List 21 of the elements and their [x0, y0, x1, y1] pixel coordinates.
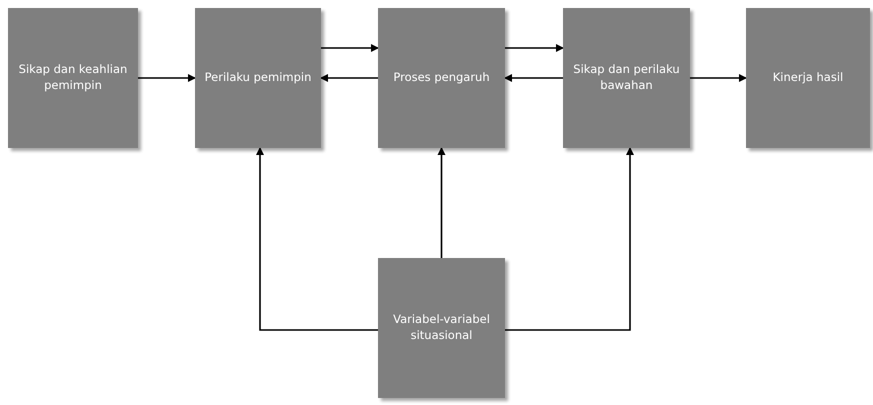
arrow [504, 74, 563, 82]
arrow [256, 147, 378, 331]
box-label: Perilaku pemimpin [204, 70, 312, 86]
box-label: Sikap dan keahlian pemimpin [18, 62, 128, 94]
box-label: Variabel-variabel situasional [392, 312, 491, 344]
arrow [690, 74, 747, 82]
arrow [505, 44, 564, 52]
arrow [320, 74, 378, 82]
arrow [321, 44, 379, 52]
process-box [195, 8, 321, 148]
process-box [746, 8, 870, 148]
arrow [138, 74, 196, 82]
box-label: Proses pengaruh [393, 70, 490, 86]
arrow [505, 147, 634, 331]
box-label: Sikap dan perilaku bawahan [572, 62, 681, 94]
process-box [8, 8, 138, 148]
process-box [378, 258, 505, 398]
process-box [563, 8, 690, 148]
arrow [438, 147, 446, 258]
box-label: Kinerja hasil [772, 70, 844, 86]
process-box [378, 8, 505, 148]
